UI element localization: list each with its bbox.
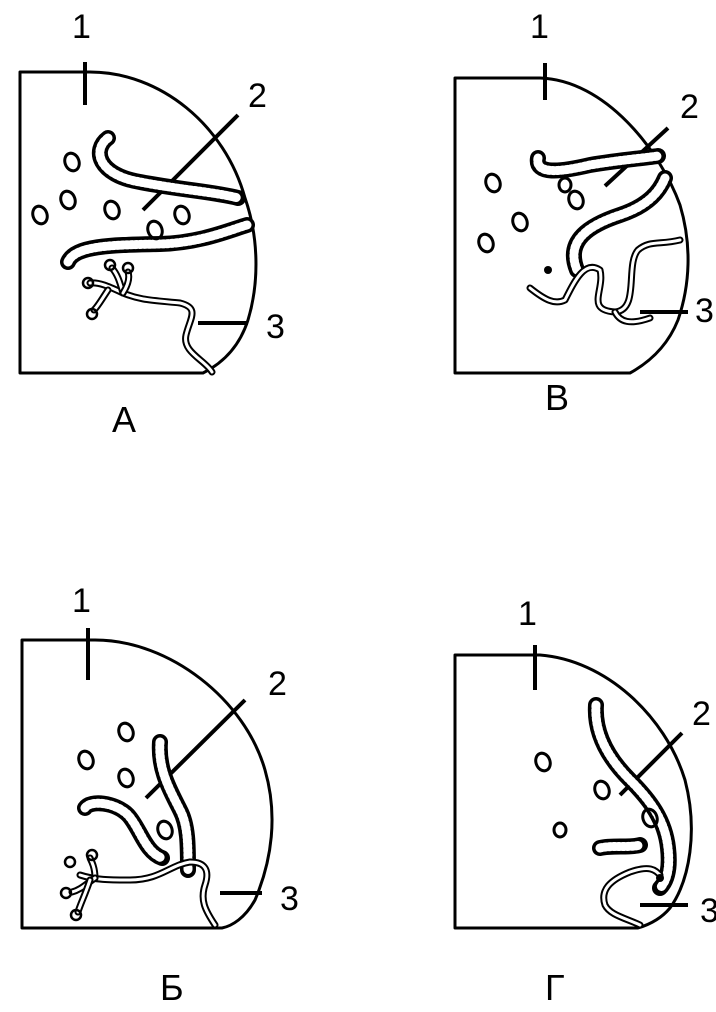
panel-b-vesicle [117, 767, 135, 789]
panel-v-vesicle [484, 172, 502, 194]
panel-a-lower-band-stripes [63, 220, 252, 267]
panel-b-caption: Б [160, 967, 184, 1008]
panel-b-label-2: 2 [268, 665, 287, 703]
panel-b-label-1: 1 [72, 582, 91, 620]
panel-b-vesicle [156, 819, 174, 841]
panel-g-vesicle [534, 751, 552, 773]
panel-b-vesicle [117, 721, 135, 743]
panel-a-pointer-2 [141, 113, 240, 212]
panel-a-ampulla [81, 276, 95, 290]
panel-a-ampulla [85, 307, 99, 321]
panel-a-vesicle [173, 204, 191, 226]
panel-v-label-3: 3 [695, 292, 714, 330]
panel-v-outline [453, 76, 690, 375]
panel-g-vesicle [593, 779, 611, 801]
panel-g: 1 2 3 Г [453, 595, 716, 1008]
panel-b-ampulla [69, 908, 83, 922]
panel-a-ampulla [103, 258, 117, 272]
panel-g-tip [656, 874, 664, 882]
panel-g-vesicle [552, 821, 568, 839]
panel-a-vesicle [31, 204, 49, 226]
panel-b-outline [20, 638, 274, 930]
panel-g-vesicle [641, 807, 659, 829]
panel-v-caption: В [545, 377, 569, 418]
panel-a-upper-band-stripes [95, 133, 243, 203]
panel-a: 1 2 3 А [18, 8, 285, 440]
panel-a-vesicle [63, 151, 81, 173]
panel-a-label-3: 3 [266, 308, 285, 346]
panel-v-vesicle [567, 189, 585, 211]
panel-a-vesicle [146, 219, 164, 241]
panel-g-duct [600, 865, 664, 929]
panel-v-vesicle [477, 232, 495, 254]
panel-a-outline [18, 70, 258, 375]
panel-v-vesicle [557, 176, 573, 194]
panel-g-label-2: 2 [692, 695, 711, 733]
panel-g-label-1: 1 [518, 595, 537, 633]
panel-v-vesicle [511, 211, 529, 233]
panel-v-label-1: 1 [530, 8, 549, 46]
panel-a-branching-duct [86, 279, 216, 376]
panel-b-ampulla [85, 848, 99, 862]
panel-b-label-3: 3 [280, 880, 299, 918]
panel-g-label-3: 3 [700, 892, 716, 930]
panel-v: 1 2 3 В [453, 8, 714, 418]
panel-v-tip [544, 266, 552, 274]
panel-a-label-1: 1 [72, 8, 91, 46]
panel-b-ampulla [63, 855, 77, 869]
panel-g-caption: Г [545, 967, 565, 1008]
panel-a-ampulla [121, 261, 135, 275]
panel-b: 1 2 3 Б [20, 582, 299, 1008]
panel-v-label-2: 2 [680, 88, 699, 126]
panel-b-ampulla [59, 886, 73, 900]
panel-a-vesicle [103, 199, 121, 221]
panel-a-caption: А [112, 399, 136, 440]
panel-a-vesicle [59, 189, 77, 211]
panel-a-label-2: 2 [248, 77, 267, 115]
panel-g-outline [453, 653, 693, 930]
panel-b-vesicle [77, 749, 95, 771]
